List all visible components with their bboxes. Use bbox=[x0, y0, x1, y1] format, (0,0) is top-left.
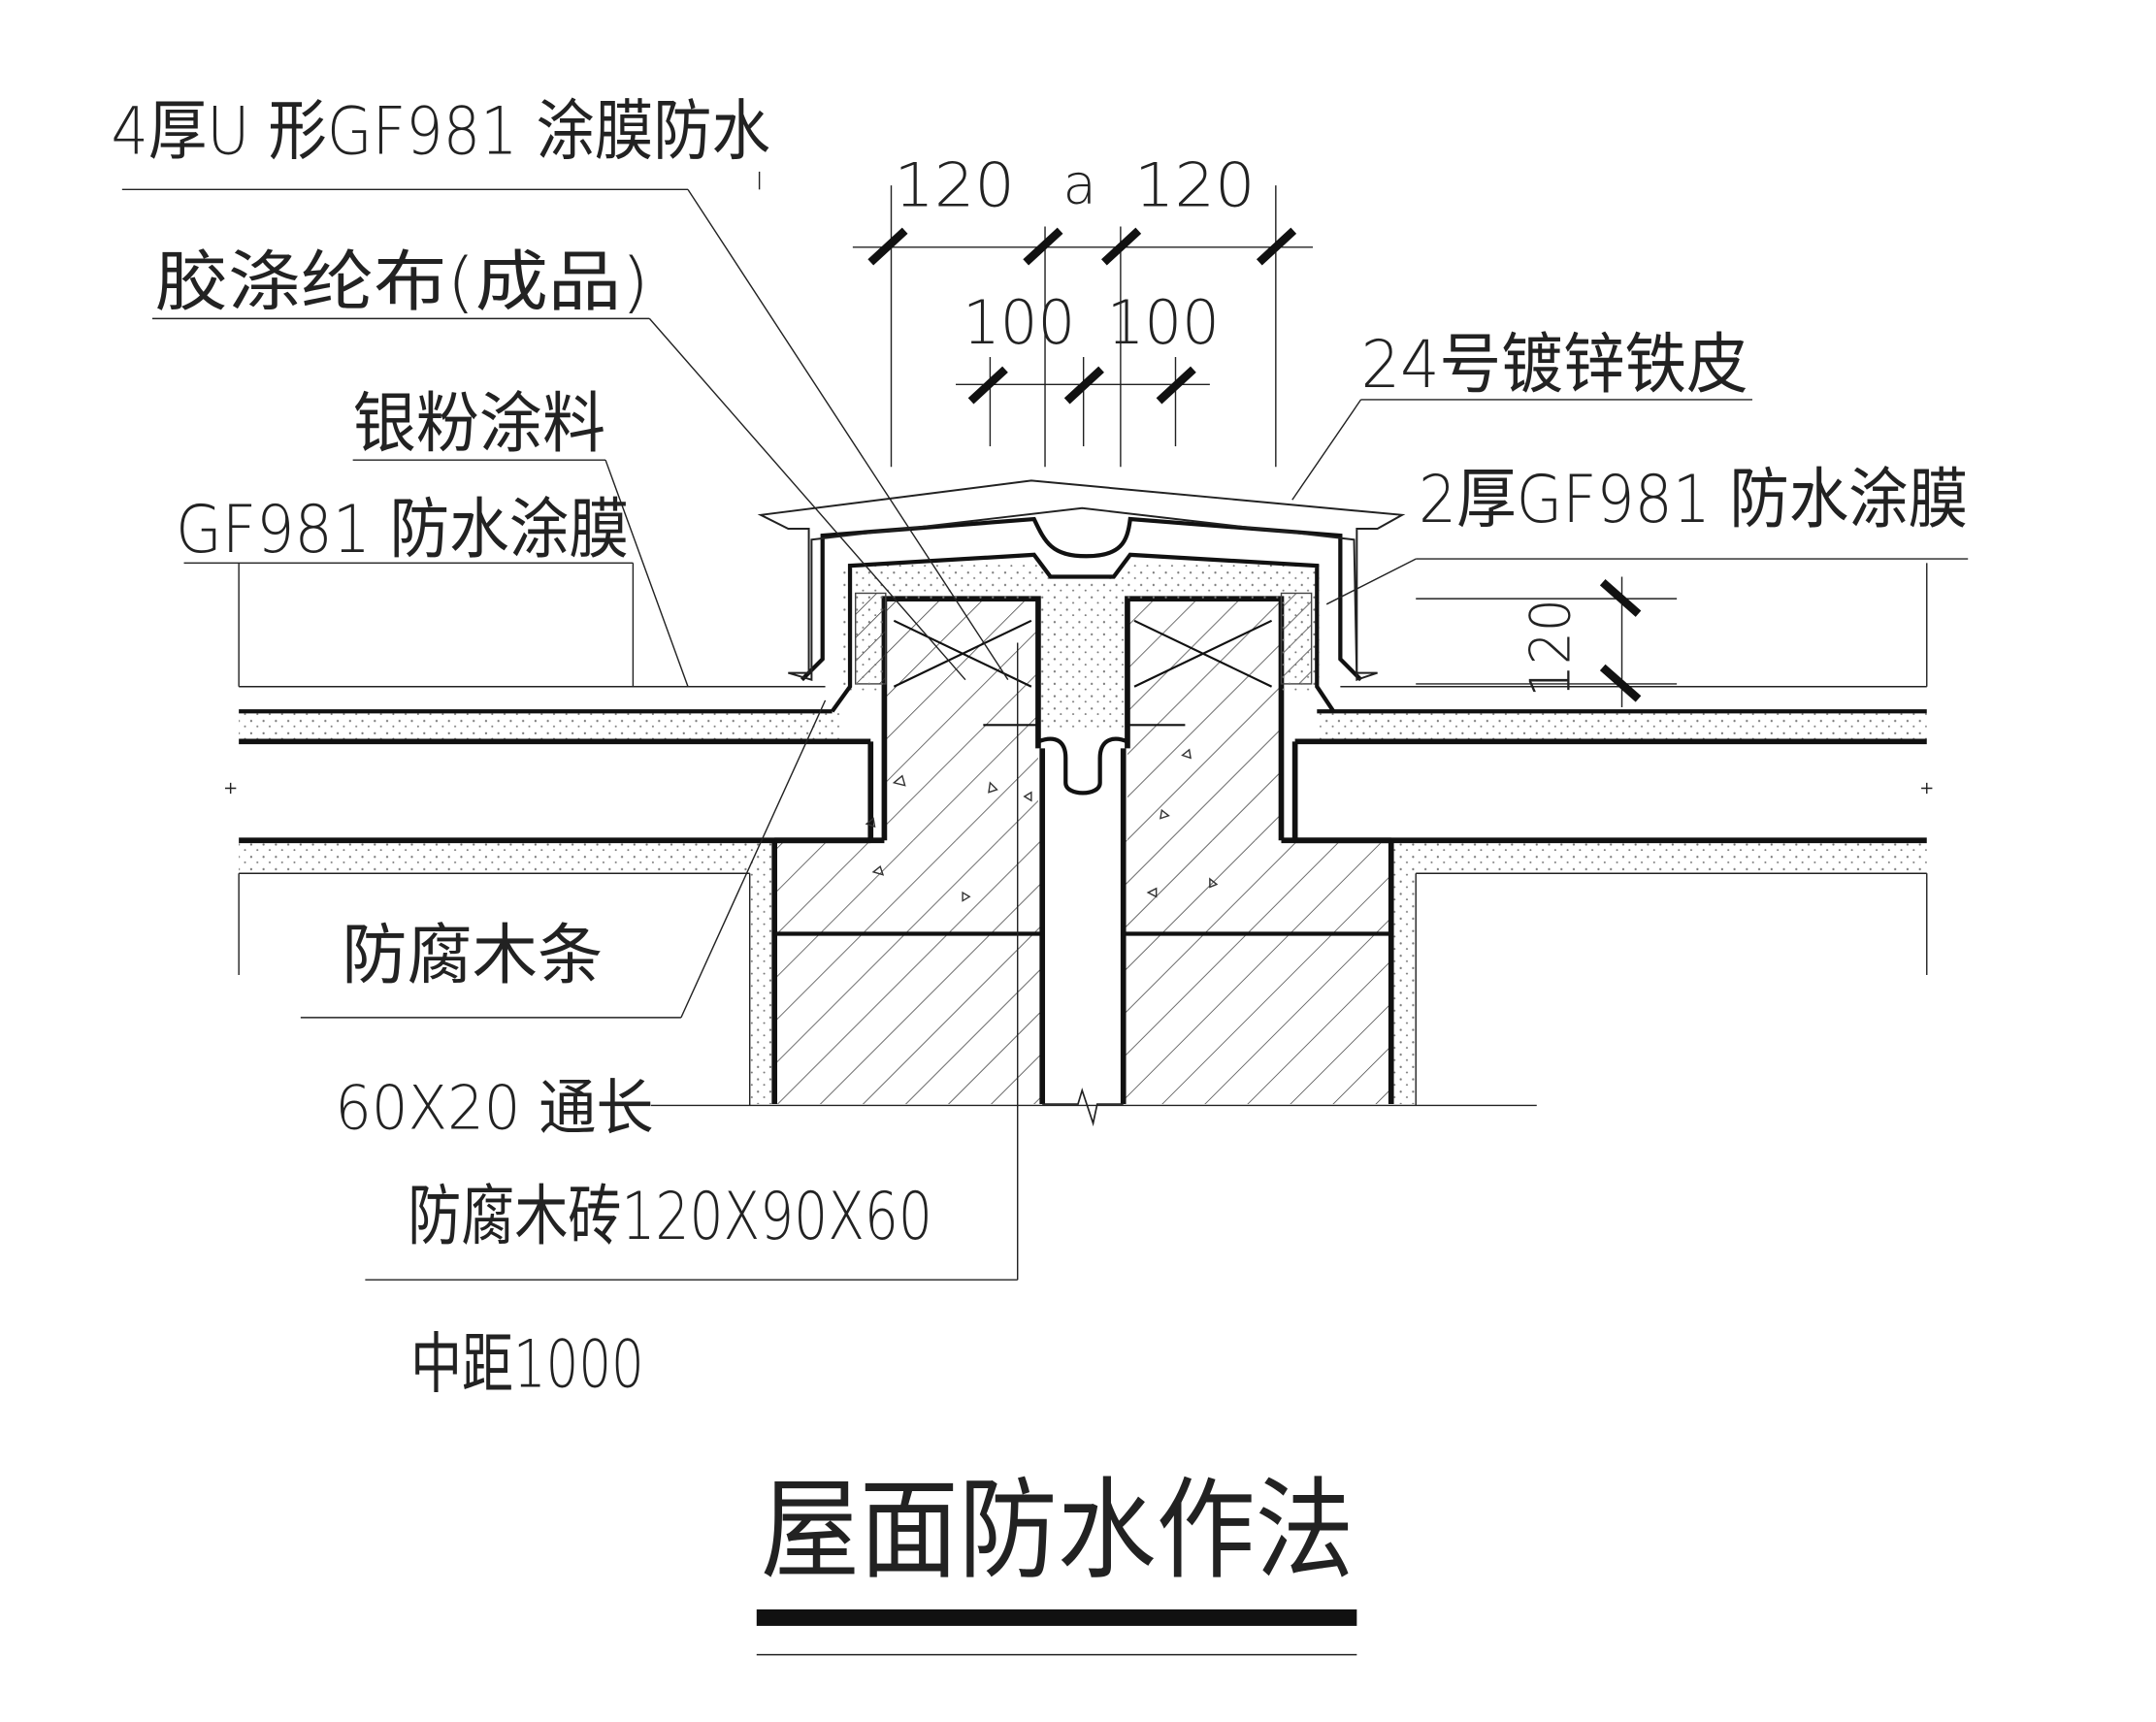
u-membrane bbox=[1037, 736, 1128, 796]
dim-inner-right: 100 bbox=[1107, 287, 1220, 358]
left-slab bbox=[224, 563, 874, 1106]
break-line bbox=[1042, 1088, 1124, 1127]
title-underline-thick bbox=[756, 1608, 1357, 1626]
label-gf981-film: GF981 防水涂膜 bbox=[176, 492, 629, 569]
coating-layers bbox=[800, 516, 1363, 713]
mortar-fill bbox=[841, 563, 1321, 729]
dim-inner-left: 100 bbox=[963, 287, 1075, 358]
aggregate-marks bbox=[865, 748, 1219, 902]
dimension-ticks bbox=[867, 227, 1642, 702]
label-silver-paint: 银粉涂料 bbox=[353, 386, 605, 463]
leader-lines bbox=[121, 171, 1969, 1281]
label-galvanized-sheet: 24号镀锌铁皮 bbox=[1361, 327, 1748, 404]
fasteners bbox=[893, 619, 1273, 727]
dim-top-right: 120 bbox=[1134, 149, 1256, 220]
drawing-title: 屋面防水作法 bbox=[761, 1466, 1354, 1594]
galvanized-cap bbox=[757, 479, 1406, 682]
label-wood-strip: 防腐木条 bbox=[342, 918, 603, 994]
label-polyester-gauze: 胶涤纶布(成品) bbox=[155, 244, 650, 321]
label-wood-brick: 防腐木砖120X90X60 bbox=[408, 1179, 932, 1255]
dim-top-left: 120 bbox=[894, 149, 1015, 220]
dim-height: 120 bbox=[1519, 599, 1584, 698]
label-strip-size: 60X20 通长 bbox=[335, 1073, 653, 1144]
right-slab bbox=[1291, 563, 1933, 1106]
dim-top-mid: a bbox=[1062, 152, 1096, 216]
label-u-coating: 4厚U 形GF981 涂膜防水 bbox=[112, 94, 770, 171]
label-spacing: 中距1000 bbox=[410, 1327, 644, 1404]
label-gf981-2mm: 2厚GF981 防水涂膜 bbox=[1419, 462, 1968, 538]
wood-bricks bbox=[771, 596, 1394, 1105]
